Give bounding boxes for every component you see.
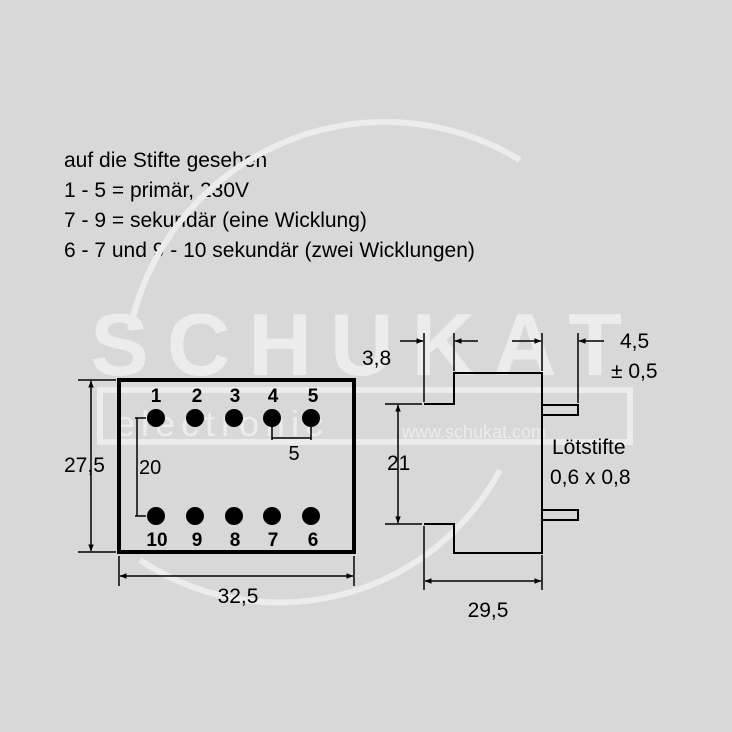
side-body-outline: [424, 372, 543, 554]
solder-pin: [541, 404, 579, 416]
pin: [186, 409, 204, 427]
pin-label: 5: [308, 386, 319, 407]
side-view: 3,8 4,5 ± 0,5 21 29,5 Lötst: [362, 330, 658, 622]
watermark-band: [97, 387, 633, 445]
dim-top-step-label: 3,8: [362, 347, 391, 370]
pin-label: 10: [146, 530, 167, 551]
dim-body-height: [385, 403, 422, 525]
front-body-outline: [117, 378, 356, 554]
dim-body-height-label: 21: [387, 452, 410, 475]
note-line: 7 - 9 = sekundär (eine Wicklung): [64, 209, 367, 232]
watermark-url: www.schukat.com: [401, 422, 546, 442]
dim-pin-offset-tolerance: ± 0,5: [611, 360, 658, 383]
pin-label: 1: [151, 386, 162, 407]
dim-pin-pitch-label: 5: [288, 443, 299, 465]
pin: [263, 507, 281, 525]
dim-height-label: 27,5: [64, 454, 105, 477]
dim-extensions-top: [423, 333, 579, 403]
pin: [263, 409, 281, 427]
watermark-arc: [138, 468, 503, 606]
pin: [225, 409, 243, 427]
front-view: 1 2 3 4 5 10 9 8 7 6: [64, 378, 356, 608]
dim-pin-pitch: [271, 426, 312, 440]
pin-label: 3: [230, 386, 241, 407]
dim-pin-offset-label: 4,5: [620, 330, 649, 353]
dim-depth: [423, 526, 543, 590]
watermark: [97, 119, 633, 606]
pin-label: 6: [308, 530, 319, 551]
solder-pins-label: Lötstifte: [552, 436, 626, 459]
dim-width-label: 32,5: [218, 585, 259, 608]
pin-labels-bottom: 10 9 8 7 6: [146, 530, 318, 551]
dim-width: [118, 556, 355, 586]
watermark-brand: SCHUKAT: [90, 295, 640, 394]
pin: [225, 507, 243, 525]
pin: [147, 507, 165, 525]
pin-label: 9: [192, 530, 203, 551]
solder-pins-size: 0,6 x 0,8: [550, 466, 631, 489]
dim-row-spacing-label: 20: [139, 457, 161, 479]
pin: [302, 507, 320, 525]
pin-labels-top: 1 2 3 4 5: [151, 386, 319, 407]
pin: [147, 409, 165, 427]
pin: [302, 409, 320, 427]
watermark-arc: [127, 119, 522, 331]
pin-label: 7: [268, 530, 279, 551]
pin: [186, 507, 204, 525]
pin-row-top: [147, 409, 320, 427]
pin-row-bottom: [147, 507, 320, 525]
dim-height: [78, 379, 116, 553]
pin-label: 2: [192, 386, 203, 407]
pin-label: 4: [268, 386, 279, 407]
dim-depth-label: 29,5: [468, 599, 509, 622]
note-line: auf die Stifte gesehen: [64, 149, 268, 172]
solder-pin: [541, 509, 579, 521]
pin-label: 8: [230, 530, 241, 551]
dim-row-spacing: [135, 417, 146, 517]
